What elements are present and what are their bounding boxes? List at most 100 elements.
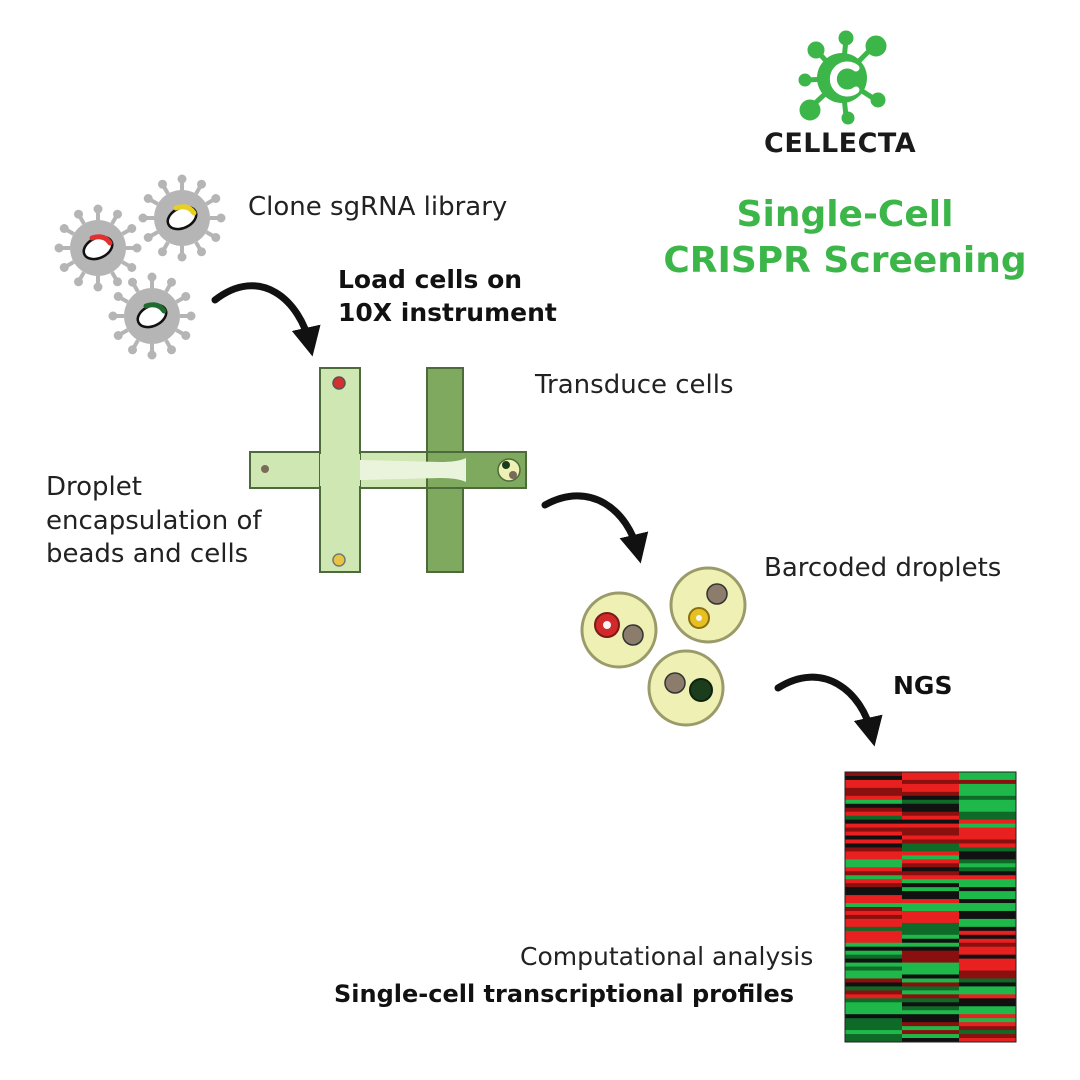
heatmap-cell [959,954,1017,960]
label-droplet-line-3: beads and cells [46,539,249,569]
title-line-2: CRISPR Screening [663,240,1027,281]
heatmap-cell [959,950,1017,956]
heatmap-cell [902,843,960,848]
heatmap-cell [959,855,1017,860]
heatmap-cell [902,787,960,793]
heatmap-cell [959,962,1017,968]
heatmap-cell [959,958,1017,964]
heatmap-cell [902,839,960,844]
heatmap-cell [845,1022,903,1027]
heatmap-cell [845,831,903,837]
label-ngs: NGS [893,671,953,700]
heatmap-cell [902,930,960,936]
heatmap-cell [959,883,1017,888]
arrow-encapsulate-icon [541,492,649,564]
heatmap-cell [959,779,1017,785]
label-clone: Clone sgRNA library [248,192,508,222]
heatmap-cell [845,799,903,805]
heatmap-cell [902,831,960,837]
heatmap-cell [845,779,903,785]
heatmap-cell [959,1034,1017,1039]
heatmap-cell [902,871,960,876]
heatmap-cell [845,772,903,777]
heatmap-cell [959,843,1017,848]
heatmap-cell [845,847,903,852]
heatmap-cell [959,918,1017,924]
heatmap-cell [902,791,960,797]
heatmap-cell [902,1034,960,1039]
cellecta-logo-icon [798,30,887,125]
label-load-line-2: 10X instrument [338,298,557,327]
heatmap-cell [845,1034,903,1039]
heatmap-cell [845,907,903,912]
heatmap-cell [902,982,960,987]
heatmap-cell [845,827,903,833]
heatmap-cell [959,899,1017,904]
heatmap-cell [902,966,960,972]
heatmap-cell [902,803,960,809]
heatmap-cell [902,942,960,948]
heatmap-cell [959,799,1017,805]
virus-yellow-icon [138,174,226,262]
heatmap-cell [902,835,960,840]
heatmap-cell [959,926,1017,932]
heatmap-cell [902,990,960,995]
heatmap-cell [845,783,903,789]
heatmap-cell [845,926,903,932]
heatmap-cell [959,795,1017,801]
heatmap-cell [959,867,1017,872]
heatmap-cell [959,891,1017,896]
heatmap-cell [902,847,960,852]
heatmap-cell [902,962,960,968]
heatmap-cell [845,1002,903,1007]
heatmap-cell [845,851,903,856]
heatmap-cell [959,903,1017,908]
heatmap-cell [845,1038,903,1043]
heatmap-cell [902,775,960,781]
heatmap-cell [902,799,960,805]
heatmap-cell [845,879,903,884]
heatmap-cell [845,922,903,928]
heatmap-cell [902,883,960,888]
heatmap-cell [959,775,1017,781]
heatmap-cell [902,946,960,952]
heatmap-cell [845,1014,903,1019]
heatmap-cell [959,910,1017,916]
heatmap-cell [845,1030,903,1035]
heatmap-cell [845,815,903,821]
label-transduce: Transduce cells [535,370,734,400]
heatmap-cell [902,1026,960,1031]
heatmap-cell [845,895,903,900]
heatmap-cell [902,978,960,983]
heatmap-cell [959,1022,1017,1027]
heatmap-cell [845,950,903,956]
heatmap-cell [902,903,960,908]
heatmap-cell [902,922,960,928]
label-barcoded: Barcoded droplets [764,553,1002,583]
heatmap-cell [845,835,903,840]
heatmap-cell [845,867,903,872]
heatmap-cell [959,994,1017,999]
heatmap-cell [845,918,903,924]
heatmap-cell [845,823,903,829]
heatmap-cell [902,994,960,999]
heatmap-cell [959,922,1017,928]
heatmap-cell [959,851,1017,856]
heatmap-cell [902,807,960,813]
heatmap-cell [902,863,960,868]
heatmap-cell [959,946,1017,952]
heatmap-cell [845,903,903,908]
heatmap-cell [845,807,903,813]
arrow-load-icon [211,282,321,357]
heatmap-cell [959,863,1017,868]
heatmap-cell [959,1002,1017,1007]
heatmap-cell [959,1038,1017,1043]
heatmap-cell [902,815,960,821]
label-profiles: Single-cell transcriptional profiles [334,980,795,1008]
heatmap-cell [902,974,960,979]
heatmap-cell [959,783,1017,789]
heatmap-cell [959,982,1017,987]
heatmap-cell [959,819,1017,825]
heatmap-cell [959,1014,1017,1019]
heatmap-cell [959,827,1017,833]
